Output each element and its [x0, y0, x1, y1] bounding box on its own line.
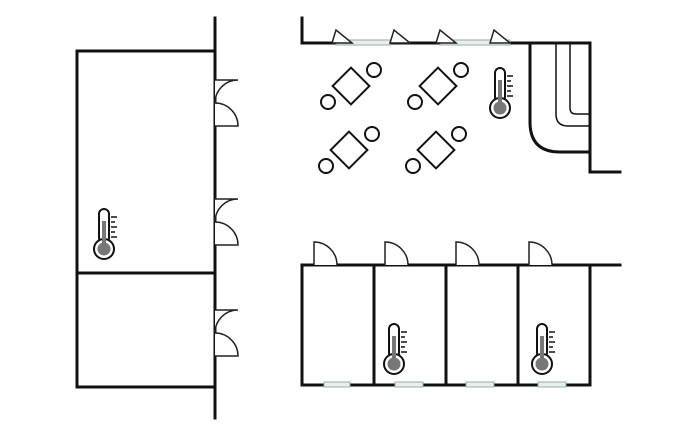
window-icon: [330, 28, 355, 44]
door-icon[interactable]: [528, 241, 553, 266]
door-icon[interactable]: [313, 241, 338, 266]
thermometer-icon: [93, 208, 118, 260]
door-icon[interactable]: [214, 198, 239, 246]
table-icon: [320, 62, 382, 110]
table-icon: [318, 126, 380, 174]
thermometer-icon: [531, 323, 556, 375]
window-icon: [434, 28, 459, 44]
thermometer-icon: [383, 323, 408, 375]
door-icon[interactable]: [384, 241, 409, 266]
window-icon: [537, 381, 567, 388]
table-icon: [407, 62, 469, 110]
left-upper-room: [75, 49, 217, 275]
open-dining-area: [300, 16, 622, 174]
door-icon[interactable]: [214, 79, 239, 127]
table-icon: [405, 126, 467, 174]
door-icon[interactable]: [455, 241, 480, 266]
left-lower-room: [75, 271, 217, 389]
window-icon: [394, 381, 424, 388]
window-icon: [465, 381, 495, 388]
thermometer-icon: [489, 67, 514, 119]
bottom-rooms: [300, 241, 622, 388]
window-icon: [323, 381, 351, 388]
left-building: [75, 16, 239, 420]
door-icon[interactable]: [214, 309, 239, 357]
window-icon: [388, 28, 413, 44]
window-icon: [488, 28, 513, 44]
